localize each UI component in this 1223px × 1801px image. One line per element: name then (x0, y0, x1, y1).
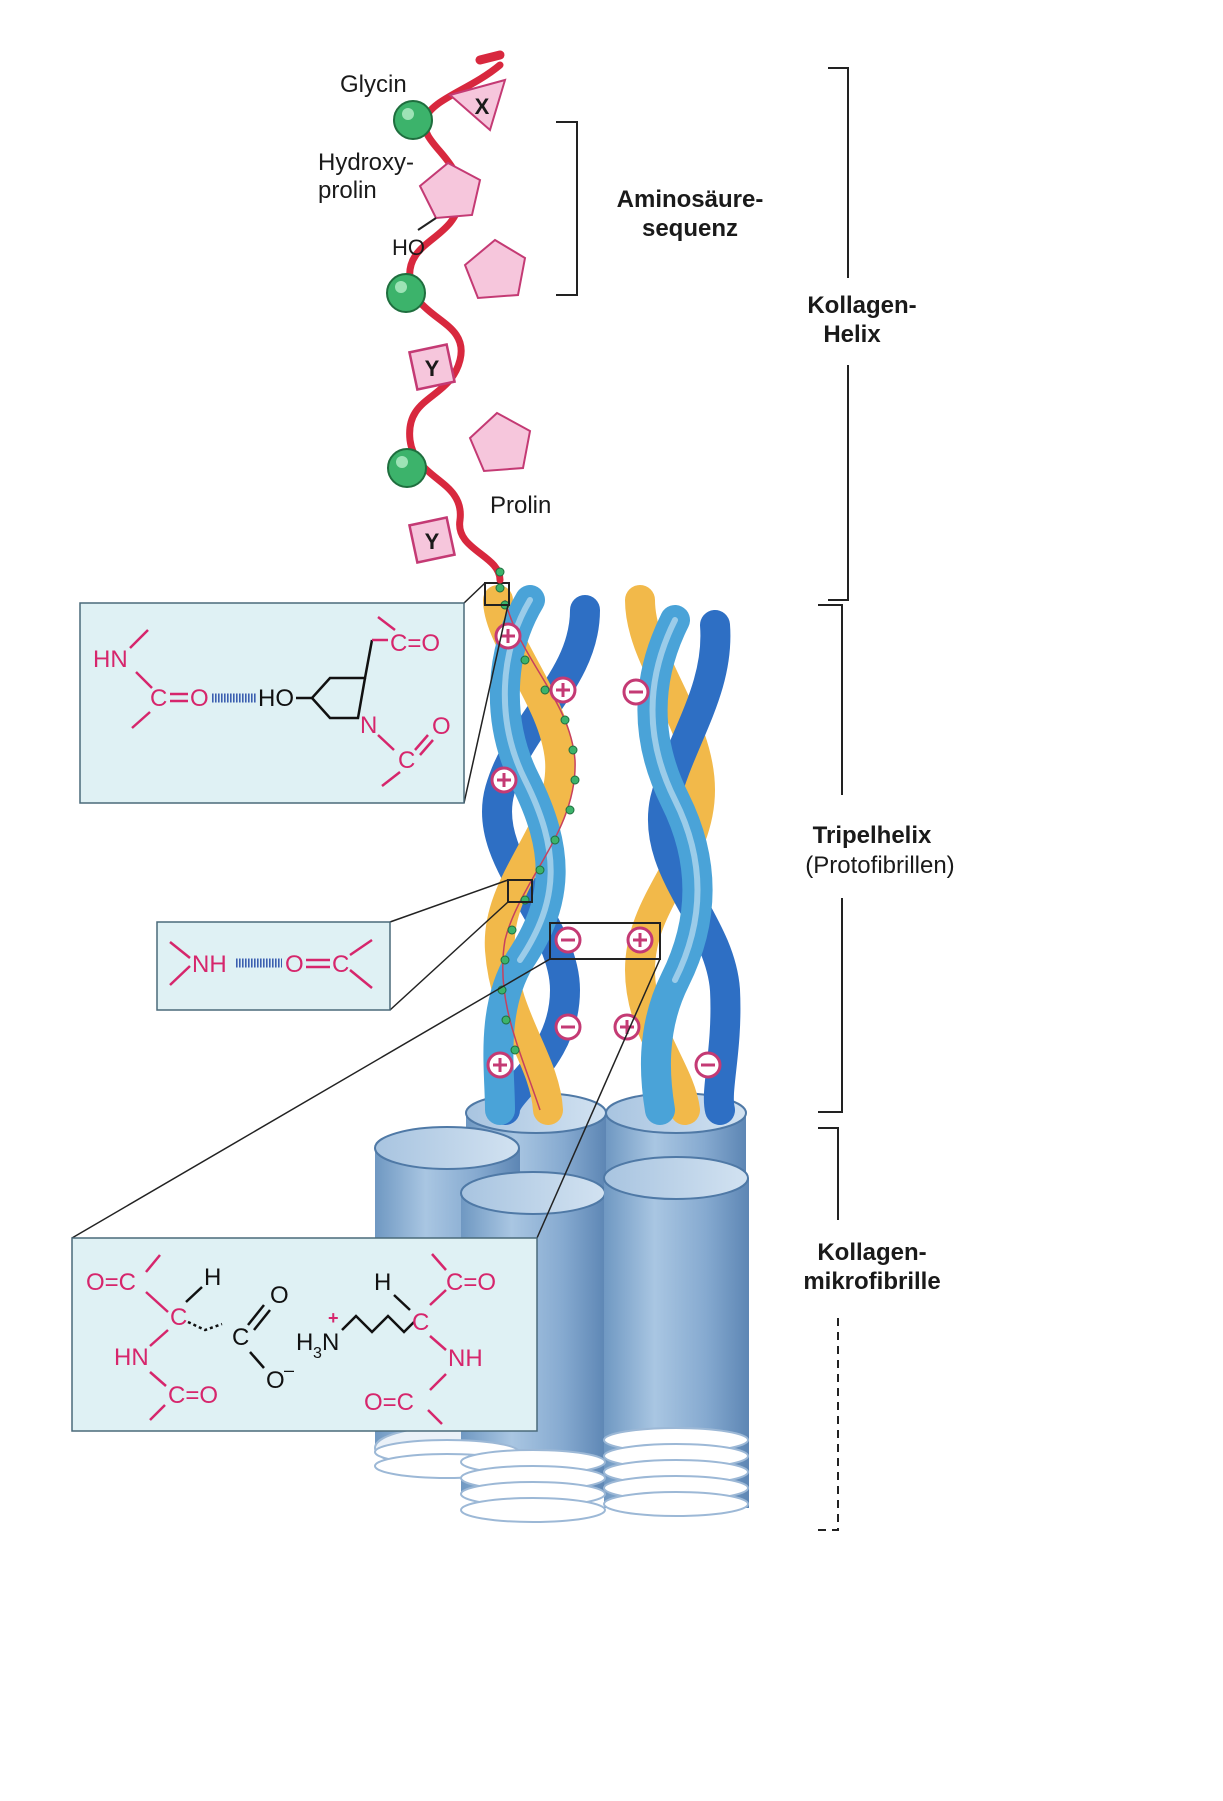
proline-ring-lower (468, 411, 532, 473)
aminosaeure-label-line1: Aminosäure- (617, 186, 764, 213)
cylinder-fade-rings (374, 1427, 749, 1523)
tripelhelix-label-line2: (Protofibrillen) (805, 852, 954, 879)
hydroxyproline-ring (418, 161, 482, 220)
box3-right-c: C (412, 1309, 429, 1336)
mikrofibrille-bracket-bottom (818, 1318, 839, 1531)
box1-ho: HO (258, 685, 294, 712)
residue-y-upper-label: Y (425, 356, 440, 381)
box1-c-o-top: C=O (390, 630, 440, 657)
box1-n: N (360, 712, 377, 739)
box3-carboxyl-o: O (270, 1282, 289, 1309)
single-collagen-chain: X Y Y (386, 50, 532, 593)
minus-charge-2 (554, 926, 582, 954)
box3-right-h: H (374, 1269, 391, 1296)
box1-o-bottom: O (432, 713, 451, 740)
residue-y-lower-label: Y (425, 529, 440, 554)
ho-label: HO (392, 235, 425, 260)
minus-charge-4 (694, 1051, 722, 1079)
zoom-box-salt-bridge: O=C C H HN C=O C O O – H 3 N + H C C=O N… (71, 1237, 538, 1432)
minus-charge-1 (622, 678, 650, 706)
box3-right-o-c-bottom: O=C (364, 1389, 414, 1416)
box2-c: C (332, 951, 349, 978)
box3-h3n-sub: 3 (313, 1345, 322, 1362)
strand-light-blue-right (637, 605, 713, 1125)
zoom-box-peptide-hbond: NH O C (156, 921, 391, 1011)
box3-left-c: C (170, 1304, 187, 1331)
residue-x: X (447, 78, 507, 132)
residue-y-upper: Y (407, 342, 457, 392)
box3-right-c-o-top: C=O (446, 1269, 496, 1296)
zoom-box-hydroxyproline-hbond: HN C O HO C=O N C O (79, 602, 465, 804)
box3-right-nh: NH (448, 1345, 483, 1372)
mikrofibrille-bracket-top (818, 1127, 839, 1220)
glycine-beads (386, 100, 433, 488)
strand-light-blue (483, 585, 566, 1125)
box1-hn: HN (93, 646, 128, 673)
kollagen-helix-label-line2: Helix (823, 321, 881, 348)
box3-minus-sign: – (284, 1360, 294, 1380)
plus-charge-5 (613, 1013, 641, 1041)
strand-dark-blue-right (648, 610, 741, 1125)
leader-3a (71, 958, 551, 1239)
strand-gold (483, 585, 576, 1125)
plus-charge-3 (490, 766, 518, 794)
residue-x-label: X (475, 94, 490, 119)
kollagen-helix-label-line1: Kollagen- (807, 292, 916, 319)
box3-h3n-n: N (322, 1329, 339, 1356)
leader-1b (463, 604, 509, 804)
kollagen-helix-bracket-bottom (828, 365, 849, 601)
charge-markers (486, 622, 722, 1079)
leader-3b (536, 958, 661, 1239)
triple-helix-right (624, 585, 741, 1125)
lysine-sidechain (341, 1314, 415, 1334)
zoom-square-2 (507, 879, 533, 903)
plus-charge-2 (549, 676, 577, 704)
zoom-square-1 (484, 582, 510, 606)
polypeptide-backbone (406, 61, 504, 584)
kollagen-helix-bracket-top (828, 67, 849, 278)
box1-o-left: O (190, 685, 209, 712)
box3-plus-sign: + (328, 1308, 339, 1328)
mikrofibrille-label-line2: mikrofibrille (803, 1268, 940, 1295)
box3-carboxyl-c: C (232, 1324, 249, 1351)
minus-charge-3 (554, 1013, 582, 1041)
box3-carboxyl-o-minus: O (266, 1367, 285, 1394)
box3-h3n-h: H (296, 1329, 313, 1356)
tripelhelix-bracket-top (818, 604, 843, 795)
aminosaeure-bracket (556, 121, 578, 296)
box3-left-hn: HN (114, 1344, 149, 1371)
triple-helix-left (482, 585, 600, 1125)
box2-nh: NH (192, 951, 227, 978)
hydroxyprolin-label-line1: Hydroxy- (318, 149, 414, 176)
leader-2b (389, 901, 509, 1011)
aminosaeure-label-line2: sequenz (642, 215, 738, 242)
plus-charge-6 (486, 1051, 514, 1079)
leader-2a (389, 879, 509, 923)
glycin-label: Glycin (340, 71, 407, 98)
zoom-rect-3 (549, 922, 661, 960)
mikrofibrille-label-line1: Kollagen- (817, 1239, 926, 1266)
tripelhelix-bracket-bottom (818, 898, 843, 1113)
box3-left-o-c-top: O=C (86, 1269, 136, 1296)
proline-ring-upper (463, 238, 527, 300)
box3-left-h: H (204, 1264, 221, 1291)
prolin-label: Prolin (490, 492, 551, 519)
box3-left-c-o-bottom: C=O (168, 1382, 218, 1409)
residue-y-lower: Y (407, 515, 457, 565)
box1-c-bottom: C (398, 747, 415, 774)
plus-charge-4 (626, 926, 654, 954)
box1-c-left: C (150, 685, 167, 712)
tripelhelix-label-line1: Tripelhelix (813, 822, 932, 849)
box2-o: O (285, 951, 304, 978)
hydroxyprolin-label-line2: prolin (318, 177, 377, 204)
leader-1a (462, 582, 486, 605)
